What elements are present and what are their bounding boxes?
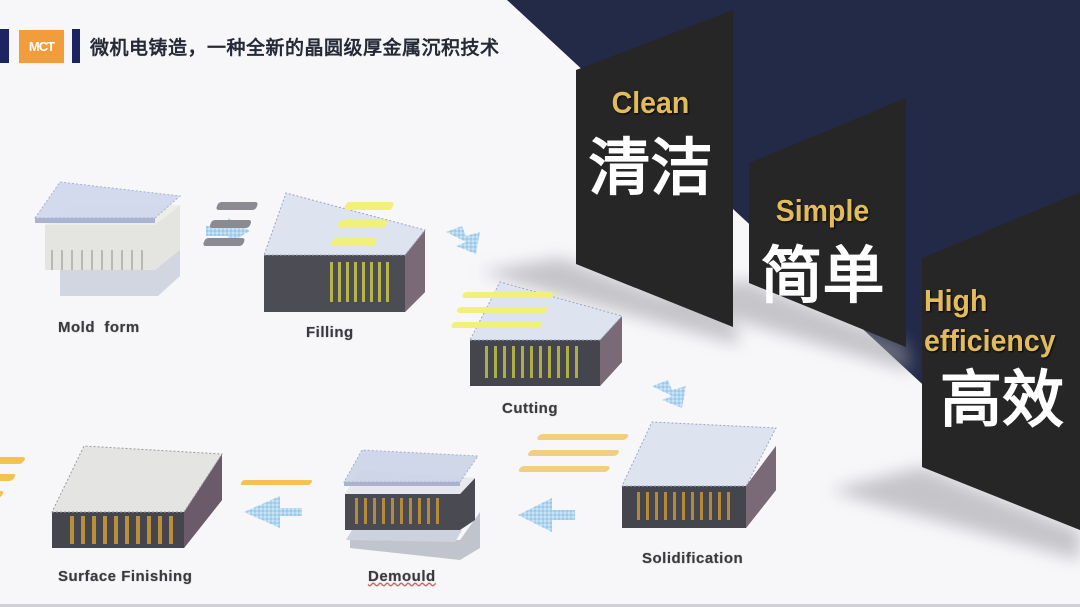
step-label-demould: Demould [368,568,436,585]
arrow-down-right-icon [446,226,480,254]
feature-panel-simple [749,98,906,347]
feature-efficiency-en-2: efficiency [924,322,1056,358]
step-label-surface-finishing: Surface Finishing [58,568,193,585]
demould-illustration [240,449,480,560]
step-label-solidification: Solidification [642,550,744,567]
mold-form-illustration [34,181,182,296]
step-label-filling: Filling [306,324,354,341]
feature-simple: Simple 简单 [755,193,890,307]
feature-panel-clean [576,10,733,327]
accent-bar [0,29,9,63]
cutting-illustration [451,281,623,386]
feature-simple-zh: 简单 [760,239,885,312]
arrow-left-icon [518,498,575,532]
step-label-cutting: Cutting [502,400,558,417]
bottom-divider [0,604,1080,607]
feature-simple-en: Simple [775,193,870,228]
filling-illustration [203,192,426,312]
solidification-illustration [518,421,777,528]
mct-logo: MCT [19,29,64,63]
feature-clean-zh: 清洁 [588,131,713,204]
feature-efficiency-en-1: High [924,283,988,318]
arrow-left-icon [244,496,302,528]
accent-bar [72,29,80,63]
arrow-down-right-icon [652,380,686,408]
feature-panel-efficiency [922,192,1080,530]
surface-finishing-illustration [0,445,223,548]
feature-clean-en: Clean [611,85,690,120]
slide-header: MCT 微机电铸造，一种全新的晶圆级厚金属沉积技术 [0,29,500,63]
feature-efficiency: High efficiency 高效 [924,280,1076,431]
feature-clean: Clean 清洁 [583,85,718,199]
page-title: 微机电铸造，一种全新的晶圆级厚金属沉积技术 [90,36,500,59]
feature-efficiency-zh: 高效 [940,363,1065,437]
step-label-mold-form: Mold form [58,319,140,336]
